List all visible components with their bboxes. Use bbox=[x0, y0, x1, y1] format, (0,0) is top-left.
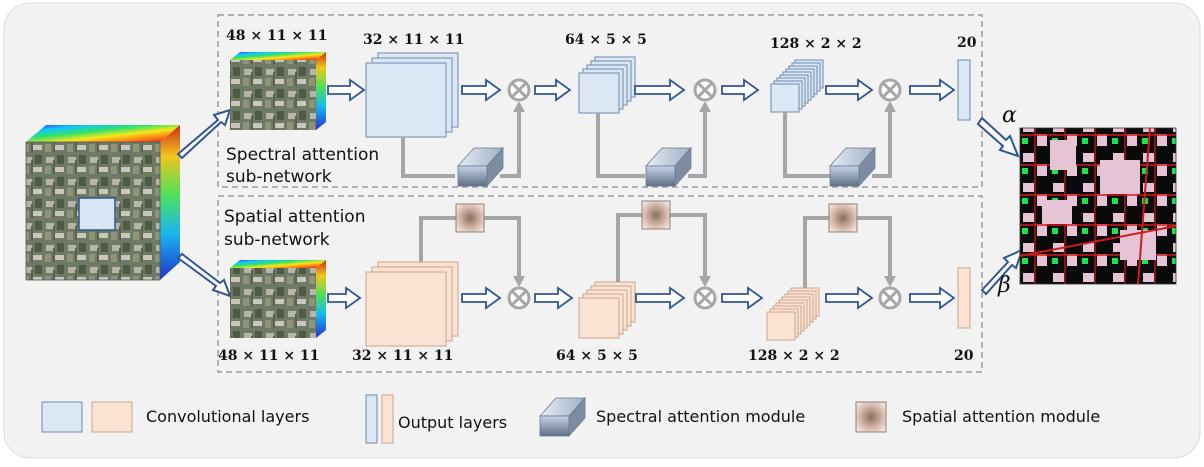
spatial-conv1-dim: 32 × 11 × 11 bbox=[352, 348, 453, 364]
spatial-conv2-dim: 64 × 5 × 5 bbox=[556, 348, 638, 364]
circled-times-icon bbox=[693, 78, 717, 102]
gradient-square-icon bbox=[855, 401, 887, 433]
fusion-arrows bbox=[976, 116, 1024, 296]
circled-times-icon bbox=[507, 286, 531, 310]
gray-prism-icon bbox=[829, 146, 876, 188]
spectral-conv3-layer bbox=[770, 59, 824, 113]
legend-output-label: Output layers bbox=[398, 413, 507, 432]
spectral-branch-label-line1: Spectral attention bbox=[226, 145, 379, 165]
beta-weight: β bbox=[997, 273, 1011, 298]
spatial-attention-connectors bbox=[419, 213, 892, 288]
alpha-weight: α bbox=[1002, 103, 1017, 128]
spectral-input-dim: 48 × 11 × 11 bbox=[226, 28, 327, 44]
circled-times-icon bbox=[507, 78, 531, 102]
spatial-connector-heads bbox=[513, 276, 896, 287]
spatial-flow-arrows bbox=[327, 286, 956, 310]
legend-spectral-label: Spectral attention module bbox=[596, 407, 805, 426]
hyperspectral-cube-icon bbox=[25, 125, 180, 281]
spectral-conv1-dim: 32 × 11 × 11 bbox=[363, 32, 464, 48]
spatial-output-layer bbox=[957, 267, 971, 329]
gradient-square-icon bbox=[455, 203, 485, 233]
spectral-attention-connectors bbox=[401, 110, 892, 178]
spectral-input-cube bbox=[230, 52, 326, 130]
spectral-branch-label-line2: sub-network bbox=[226, 167, 332, 187]
spectral-conv1-layer bbox=[365, 52, 459, 138]
spatial-conv2-layer bbox=[578, 281, 636, 339]
patch-highlight bbox=[78, 197, 116, 231]
spectral-conv2-layer bbox=[578, 56, 636, 114]
circled-times-icon bbox=[878, 78, 902, 102]
legend-output-spectral-swatch bbox=[365, 394, 378, 444]
legend-spatial-label: Spatial attention module bbox=[902, 407, 1100, 426]
legend-conv-spatial-swatch bbox=[91, 401, 133, 433]
spatial-branch-label-line1: Spatial attention bbox=[224, 207, 365, 227]
spatial-conv1-layer bbox=[365, 261, 459, 347]
spatial-conv3-dim: 128 × 2 × 2 bbox=[748, 348, 840, 364]
gray-prism-icon bbox=[645, 146, 692, 188]
spatial-input-cube bbox=[230, 260, 326, 338]
spectral-connector-heads bbox=[513, 101, 896, 112]
circled-times-icon bbox=[693, 286, 717, 310]
circled-times-icon bbox=[878, 286, 902, 310]
legend-conv-spectral-swatch bbox=[41, 401, 83, 433]
classification-map-icon bbox=[1019, 127, 1177, 285]
spectral-output-dim: 20 bbox=[957, 35, 977, 51]
spatial-conv3-layer bbox=[766, 287, 820, 341]
spectral-conv2-dim: 64 × 5 × 5 bbox=[565, 32, 647, 48]
gray-prism-icon bbox=[539, 396, 586, 438]
legend: Convolutional layers Output layers Spect… bbox=[41, 394, 1100, 444]
gradient-square-icon bbox=[641, 200, 671, 230]
spatial-branch-label-line2: sub-network bbox=[224, 230, 330, 250]
legend-output-spatial-swatch bbox=[381, 394, 394, 444]
spatial-input-dim: 48 × 11 × 11 bbox=[218, 348, 319, 364]
spectral-flow-arrows bbox=[327, 78, 956, 102]
spectral-conv3-dim: 128 × 2 × 2 bbox=[770, 36, 862, 52]
spatial-output-dim: 20 bbox=[954, 348, 974, 364]
spectral-branch-box bbox=[217, 14, 983, 188]
legend-conv-label: Convolutional layers bbox=[146, 407, 309, 426]
gray-prism-icon bbox=[457, 146, 504, 188]
spectral-output-layer bbox=[957, 59, 971, 121]
input-arrows bbox=[176, 108, 232, 298]
gradient-square-icon bbox=[828, 203, 858, 233]
